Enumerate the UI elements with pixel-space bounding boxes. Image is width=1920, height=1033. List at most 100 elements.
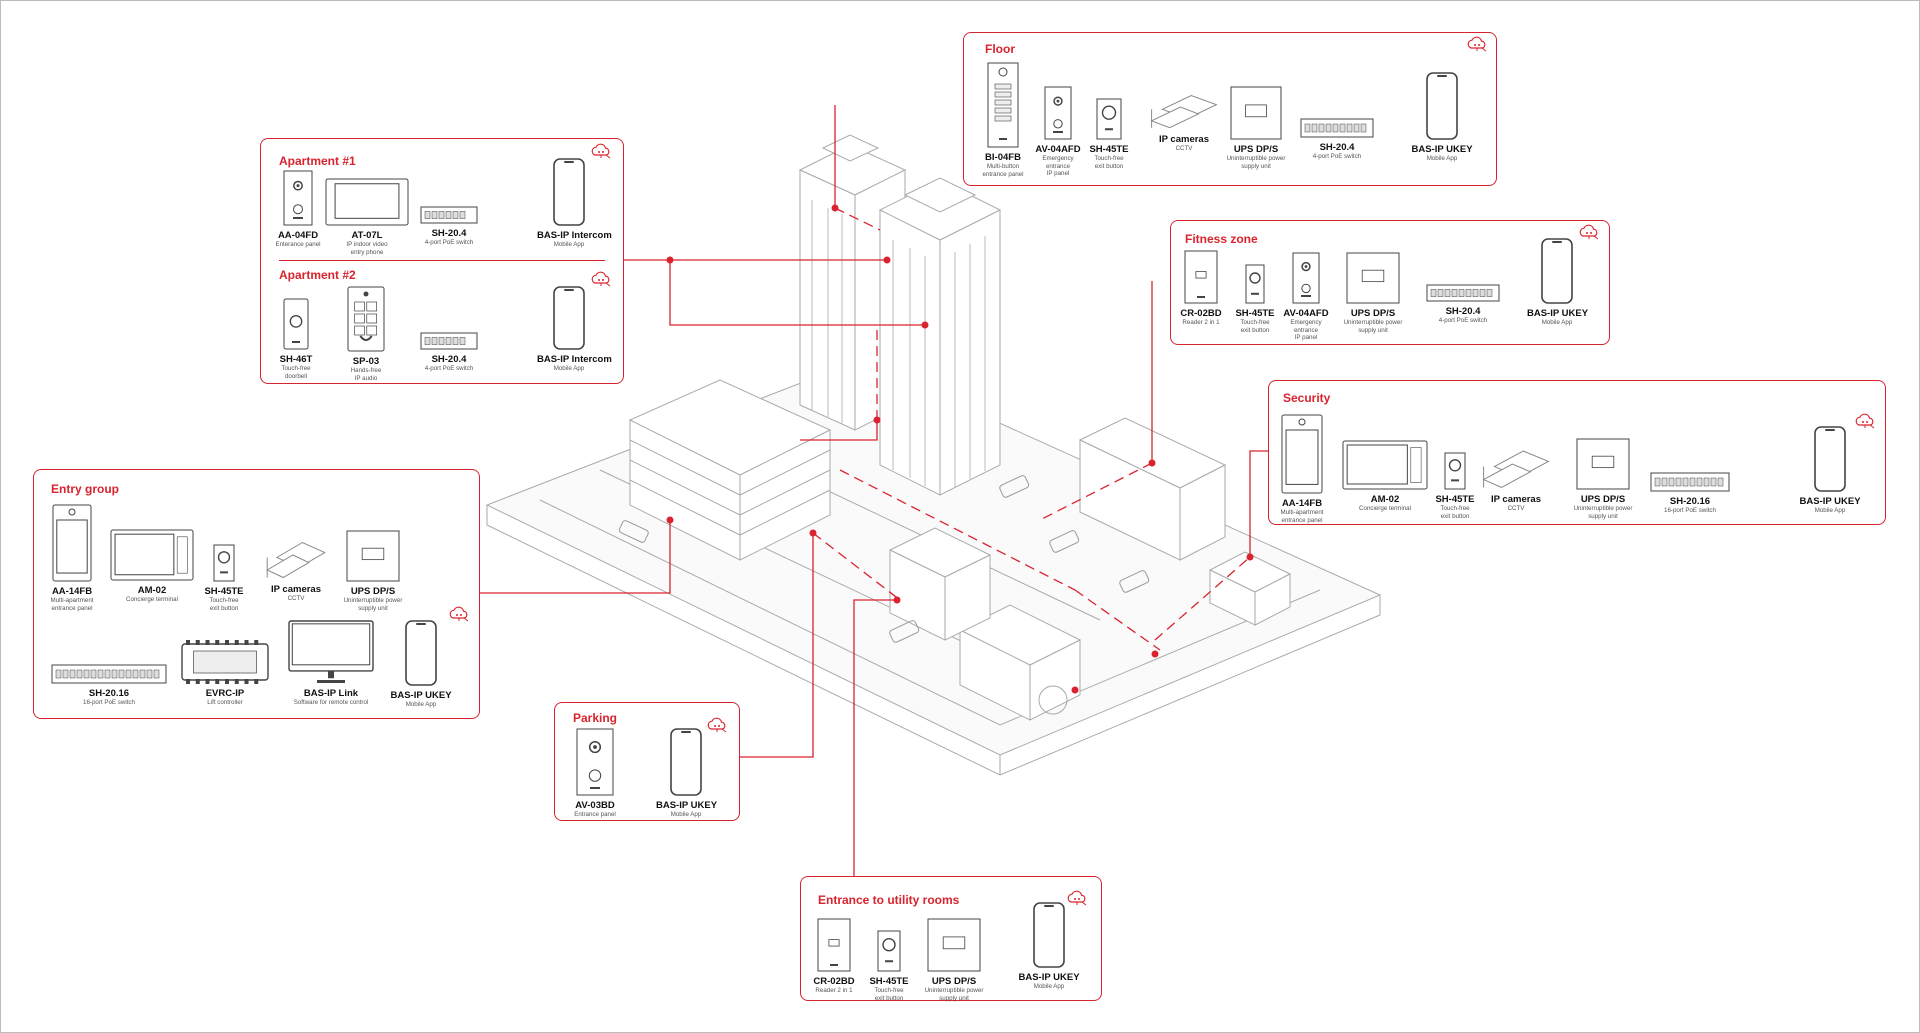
device-description: Uninterruptible power supply unit: [1343, 319, 1403, 334]
ups-icon: [1576, 438, 1630, 490]
device-description: Multi-button entrance panel: [982, 163, 1024, 178]
device-description: Uninterruptible power supply unit: [924, 987, 984, 1002]
device-name: AA-04FD: [277, 230, 319, 241]
device-name: SH-20.4: [1319, 142, 1355, 153]
device-description: Mobile App: [670, 811, 702, 818]
cloud-icon: [590, 271, 612, 292]
device-name: BAS-IP UKEY: [1527, 308, 1589, 319]
device-description: Software for remote control: [293, 699, 369, 706]
device-name: IP cameras: [1158, 134, 1209, 145]
ups-icon: [1230, 86, 1282, 140]
exit-button-icon: [1245, 264, 1265, 304]
device-description: Hands-free IP audio: [350, 367, 382, 382]
security-booth: [1208, 551, 1292, 626]
ups-icon: [346, 530, 400, 582]
poe-switch-icon: [420, 332, 478, 350]
device-description: CCTV: [1507, 505, 1525, 512]
connector-dot: [1148, 459, 1156, 467]
device-name: BAS-IP Intercom: [537, 354, 612, 365]
device-name: IP cameras: [1490, 494, 1541, 505]
cloud-icon: [706, 717, 728, 738]
device-name: UPS DP/S: [1350, 308, 1396, 319]
connector-dot: [831, 204, 839, 212]
panel-title: Apartment #2: [279, 268, 356, 282]
intercom-panel-icon: [1292, 252, 1320, 304]
device-description: Mobile App: [1033, 983, 1065, 990]
device-description: Concierge terminal: [1359, 505, 1411, 512]
utility-building: [888, 527, 992, 641]
device-name: CR-02BD: [1180, 308, 1222, 319]
audio-panel-icon: [347, 286, 385, 352]
parking-garage: [628, 379, 832, 561]
device-description: Emergency entrance IP panel: [1042, 155, 1074, 177]
device-description: Touch-free exit button: [209, 597, 239, 612]
device-description: Mobile App: [1541, 319, 1573, 326]
device-name: BAS-IP UKEY: [656, 800, 718, 811]
smartphone-icon: [1813, 426, 1847, 492]
device-description: 16-port PoE switch: [83, 699, 135, 706]
lift-controller-icon: [180, 640, 270, 684]
device-description: 4-port PoE switch: [424, 239, 474, 246]
exit-button-icon: [1096, 98, 1122, 140]
tree: [1038, 685, 1068, 715]
cloud-icon: [590, 143, 612, 164]
connector-dot: [666, 516, 674, 524]
device-description: Multi-apartment entrance panel: [1280, 509, 1324, 524]
desktop-monitor-icon: [288, 620, 374, 684]
device-name: SP-03: [352, 356, 380, 367]
exit-button-icon: [1444, 452, 1466, 490]
device-description: Reader 2 in 1: [1182, 319, 1220, 326]
cloud-icon: [448, 606, 470, 627]
touch-panel-icon: [52, 504, 92, 582]
exit-button-icon: [877, 930, 901, 972]
device-description: Touch-free exit button: [1440, 505, 1470, 520]
poe-switch-icon: [420, 206, 478, 224]
ups-icon: [927, 918, 981, 972]
device-description: Concierge terminal: [126, 596, 178, 603]
connector-dot: [666, 256, 674, 264]
intercom-panel-icon: [1044, 86, 1072, 140]
device-name: AT-07L: [351, 230, 383, 241]
cloud-icon: [1466, 36, 1488, 57]
device-name: BAS-IP UKEY: [1799, 496, 1861, 507]
concierge-monitor-icon: [1342, 440, 1428, 490]
cloud-icon: [1854, 413, 1876, 434]
device-description: Mobile App: [553, 241, 585, 248]
device-name: SH-20.4: [1445, 306, 1481, 317]
device-description: 4-port PoE switch: [424, 365, 474, 372]
device-description: Touch-free exit button: [874, 987, 904, 1002]
smartphone-icon: [1425, 72, 1459, 140]
device-name: UPS DP/S: [1233, 144, 1279, 155]
device-description: CCTV: [1175, 145, 1193, 152]
multi-button-panel-icon: [987, 62, 1019, 148]
smartphone-icon: [552, 158, 586, 226]
device-description: Mobile App: [1814, 507, 1846, 514]
touch-panel-icon: [1281, 414, 1323, 494]
device-name: AA-14FB: [51, 586, 93, 597]
device-name: SH-45TE: [1089, 144, 1129, 155]
cars: [618, 475, 1150, 643]
